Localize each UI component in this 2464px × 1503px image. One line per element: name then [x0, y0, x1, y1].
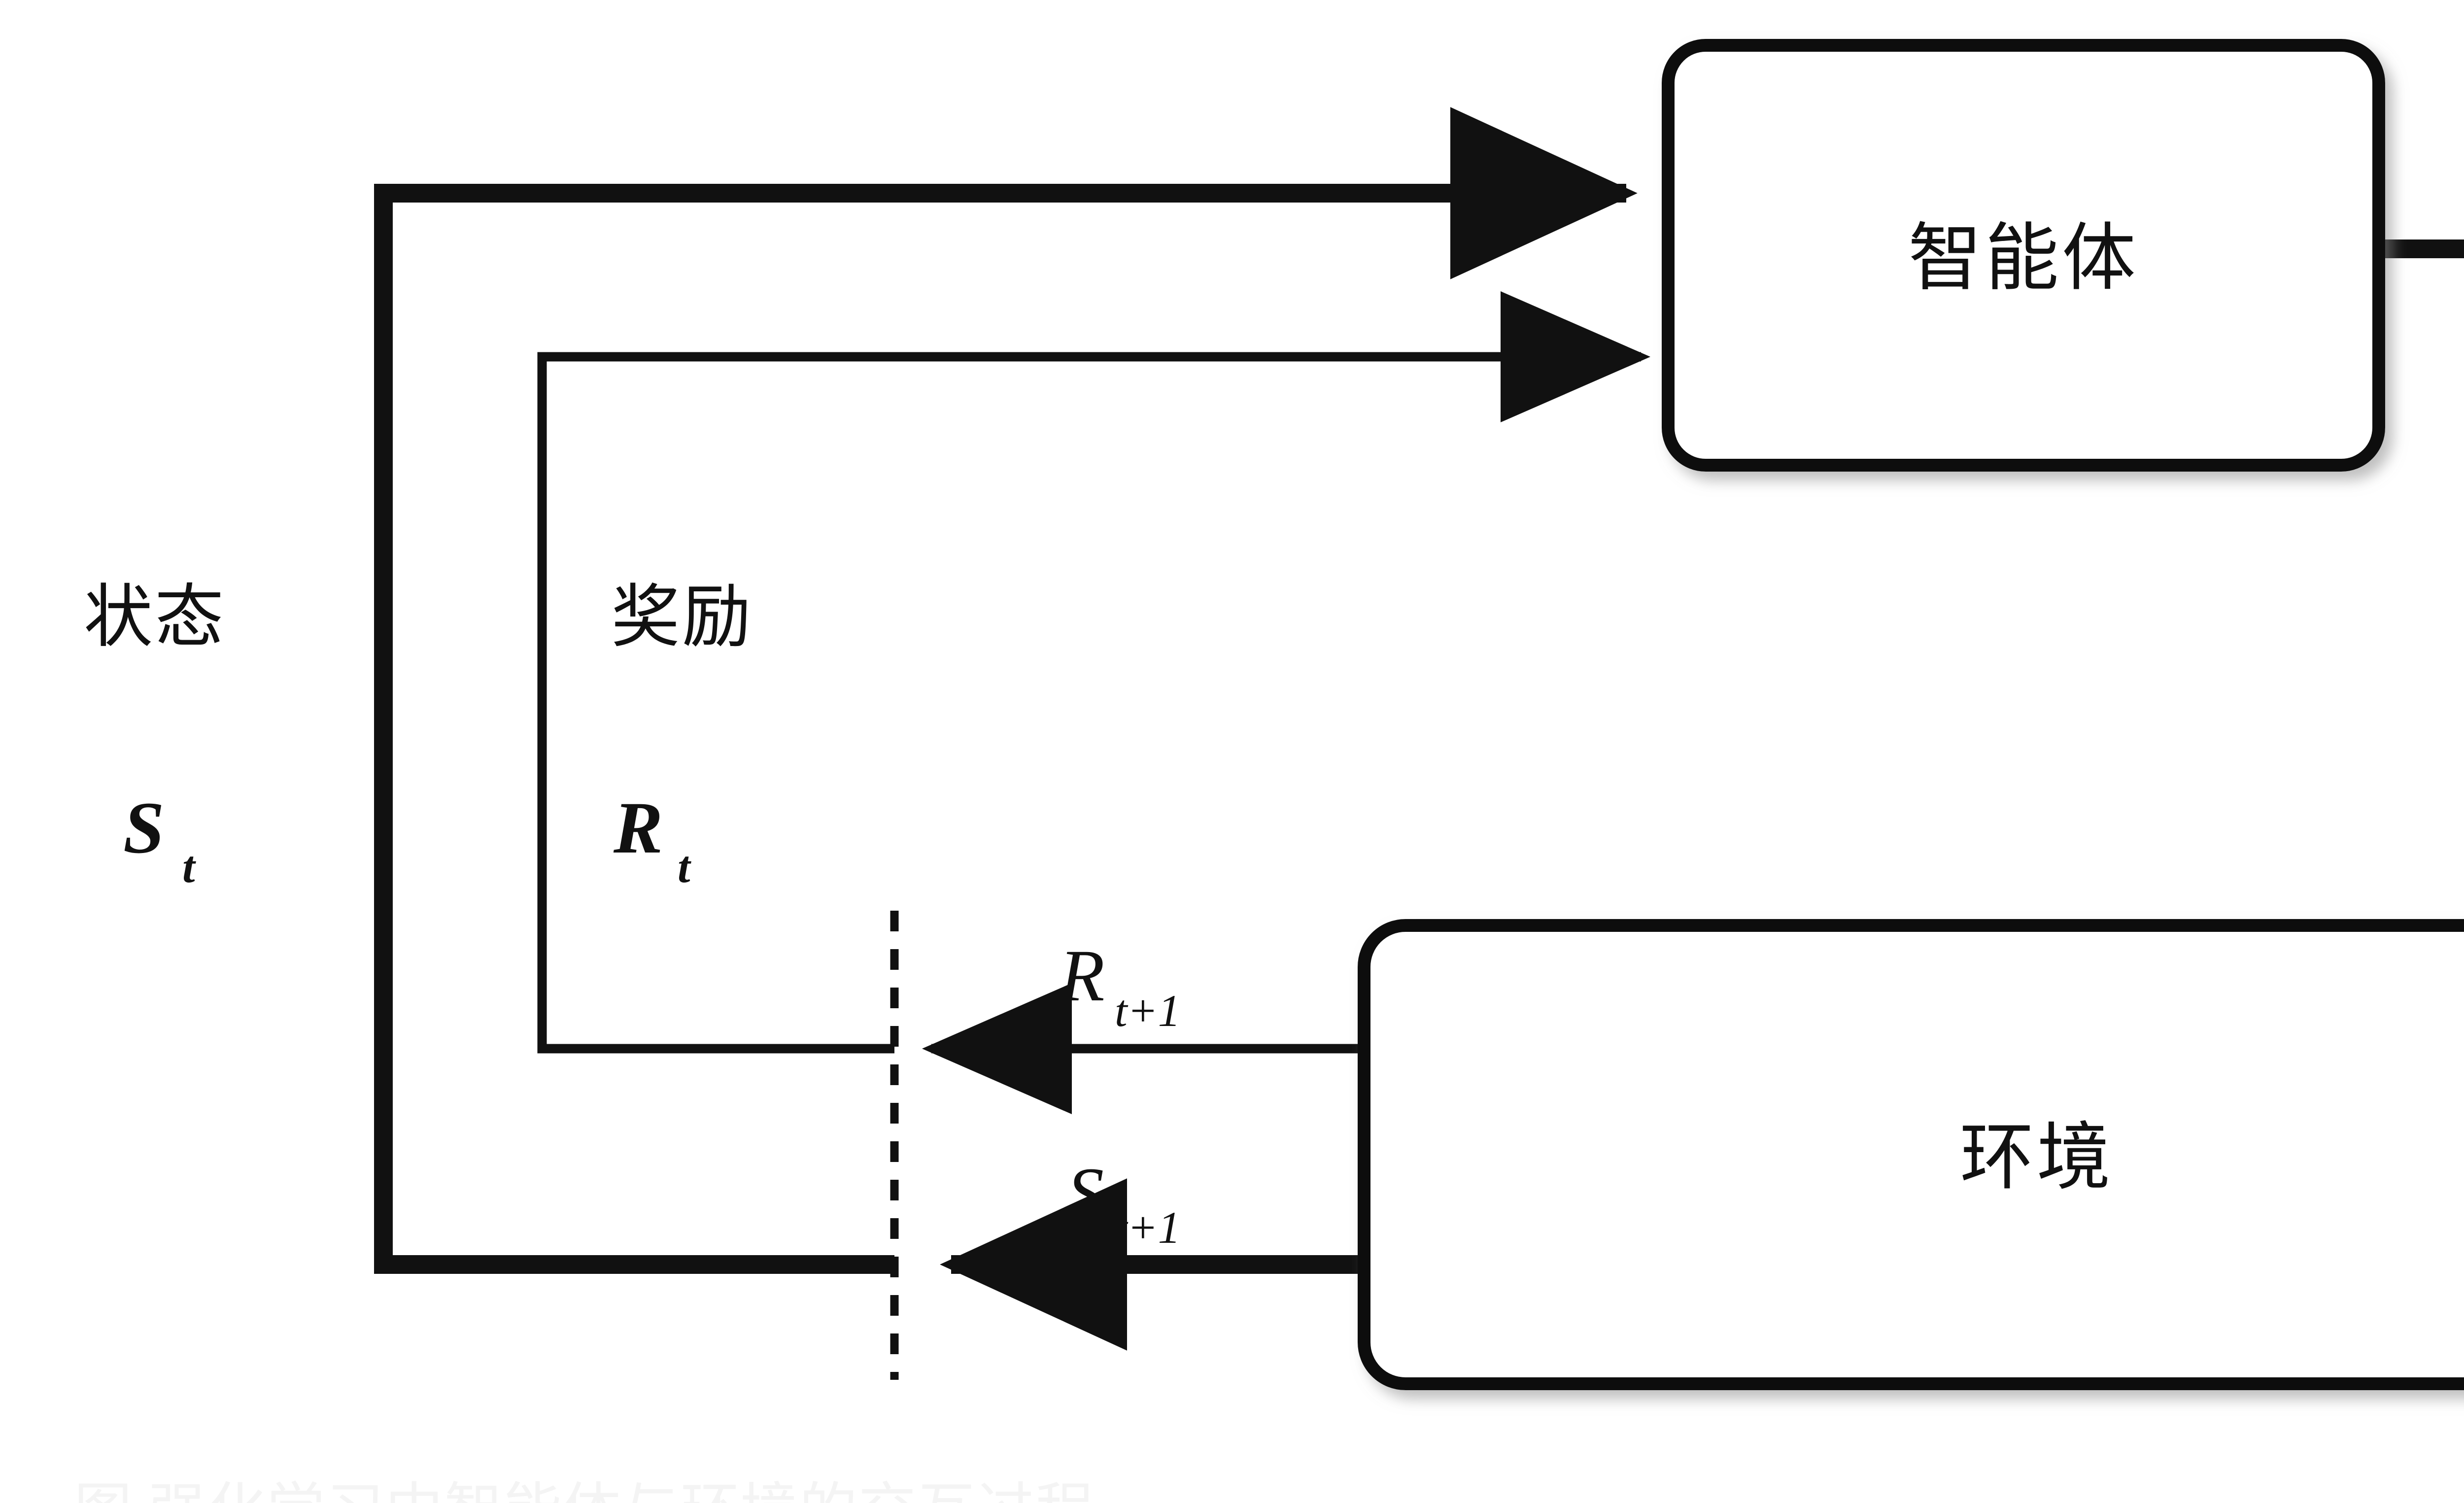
- state-symbol: S: [123, 787, 164, 869]
- agent-label: 智能体: [1908, 218, 2139, 300]
- agent-node[interactable]: 智能体: [1662, 39, 2385, 472]
- state-cjk-label: 状态: [84, 580, 226, 656]
- state-edge-path: [374, 107, 1638, 1274]
- agent-box[interactable]: [1662, 39, 2385, 472]
- reward-next-subscript: t+1: [1115, 986, 1181, 1036]
- environment-label: 环境: [1960, 1117, 2114, 1199]
- state-next-symbol: S: [1067, 1153, 1104, 1234]
- environment-node[interactable]: 环境: [1358, 919, 2464, 1390]
- state-next-subscript: t+1: [1115, 1202, 1181, 1253]
- reward-edge-path: [537, 291, 1650, 1054]
- state-next-label: S t+1: [1067, 1153, 1181, 1253]
- figure-caption: 图 强化学习中智能体与环境的交互过程: [74, 1463, 1095, 1503]
- state-symbol-subscript: t: [182, 842, 196, 892]
- reward-symbol-subscript: t: [678, 842, 691, 892]
- environment-box[interactable]: [1358, 919, 2464, 1390]
- reward-next-label: R t+1: [1059, 935, 1181, 1036]
- reward-edge-label: 奖励 R t: [611, 580, 753, 892]
- reward-next-symbol: R: [1059, 935, 1105, 1017]
- reward-cjk-label: 奖励: [611, 580, 753, 656]
- state-edge-label: 状态 S t: [84, 580, 226, 892]
- reward-symbol: R: [613, 787, 663, 869]
